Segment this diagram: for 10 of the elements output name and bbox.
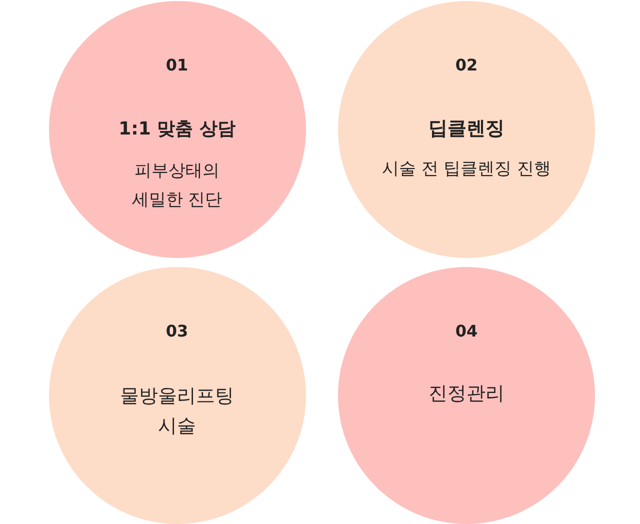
step-title: 물방울리프팅 시술 — [119, 384, 235, 438]
step-title: 진정관리 — [428, 381, 504, 406]
step-number: 04 — [455, 320, 478, 341]
step-number: 02 — [455, 54, 478, 75]
step-number: 01 — [166, 54, 188, 75]
step-title: 1:1 맞춤 상담 — [118, 117, 236, 140]
step-number: 03 — [166, 320, 188, 341]
step-description: 피부상태의 세밀한 진단 — [130, 160, 224, 212]
step-title: 딥클렌징 — [428, 116, 504, 141]
step-description: 시술 전 팁클렌징 진행 — [382, 158, 552, 180]
